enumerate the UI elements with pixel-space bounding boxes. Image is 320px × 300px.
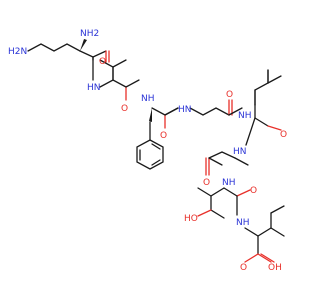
phe-alpha-wedge bbox=[149, 108, 152, 122]
gly-nh-label: HN bbox=[178, 105, 192, 115]
phe-backbone bbox=[151, 107, 179, 116]
valine-backbone bbox=[99, 79, 127, 88]
gly-carbonyl-o-label: O bbox=[226, 90, 233, 100]
phe-nh-label: NH bbox=[141, 94, 155, 104]
lysine-alpha-amine-label: NH2 bbox=[80, 29, 99, 39]
phe-carbonyl-o-label: O bbox=[160, 131, 167, 141]
leu-methyl-2 bbox=[267, 75, 282, 84]
thr-nh-label: NH bbox=[222, 178, 236, 188]
thr-carbonyl-o-label: O bbox=[250, 186, 257, 196]
lysine-side-chain bbox=[27, 43, 81, 52]
carboxyl-o-label: O bbox=[240, 263, 247, 273]
phe-gly-amide bbox=[164, 107, 179, 116]
gly-leu-amide bbox=[228, 107, 243, 116]
phenyl-double-2 bbox=[151, 143, 161, 150]
term-val-carboxyl-double bbox=[260, 253, 275, 263]
leu-carbonyl-c bbox=[254, 117, 269, 127]
term-val-carboxyl-o bbox=[244, 253, 259, 263]
term-val-nh-label: NH bbox=[236, 218, 250, 228]
leu-carbonyl-o-label: O bbox=[280, 130, 287, 140]
ala-carbonyl-o-label: O bbox=[203, 178, 210, 188]
ala-nh-label: HN bbox=[233, 147, 247, 157]
leu-carbonyl bbox=[267, 125, 282, 131]
leu-side-chain bbox=[254, 69, 269, 106]
glycine-backbone bbox=[189, 107, 230, 116]
term-val-methyl bbox=[270, 205, 285, 214]
thr-carbonyl-c bbox=[223, 187, 238, 197]
leu-nh-label: NH bbox=[238, 111, 252, 121]
valine-methyl bbox=[112, 59, 127, 68]
thr-backbone bbox=[210, 187, 225, 219]
thr-carbonyl bbox=[236, 189, 251, 197]
bond-skeleton bbox=[27, 39, 285, 263]
peptide-structure-diagram: H2N NH2 O HN O NH O HN O NH O HN O NH O … bbox=[8, 29, 287, 273]
lysine-side-amine-label: H2N bbox=[8, 47, 27, 57]
thr-methyl bbox=[197, 187, 212, 197]
carboxyl-oh-label: OH bbox=[268, 263, 282, 273]
val-nh-label: HN bbox=[87, 83, 101, 93]
val-phe-amide bbox=[125, 79, 140, 88]
phenyl-ring bbox=[136, 139, 164, 170]
term-val-backbone bbox=[244, 227, 285, 237]
leu-ala-amide bbox=[245, 117, 256, 146]
thr-hydroxyl bbox=[197, 209, 212, 217]
thr-hydroxyl-label: HO bbox=[184, 214, 198, 224]
ala-thr-amide bbox=[208, 157, 223, 166]
ala-methyl bbox=[234, 157, 249, 166]
phenyl-double-3 bbox=[151, 159, 161, 166]
alanine-backbone bbox=[208, 151, 236, 159]
val-carbonyl-o-label: O bbox=[121, 104, 128, 114]
lys-carbonyl-o-label: O bbox=[99, 57, 106, 67]
lysine-alpha-wedge bbox=[80, 39, 87, 51]
atom-labels: H2N NH2 O HN O NH O HN O NH O HN O NH O … bbox=[8, 29, 287, 273]
term-val-carboxyl-oh bbox=[257, 253, 272, 263]
